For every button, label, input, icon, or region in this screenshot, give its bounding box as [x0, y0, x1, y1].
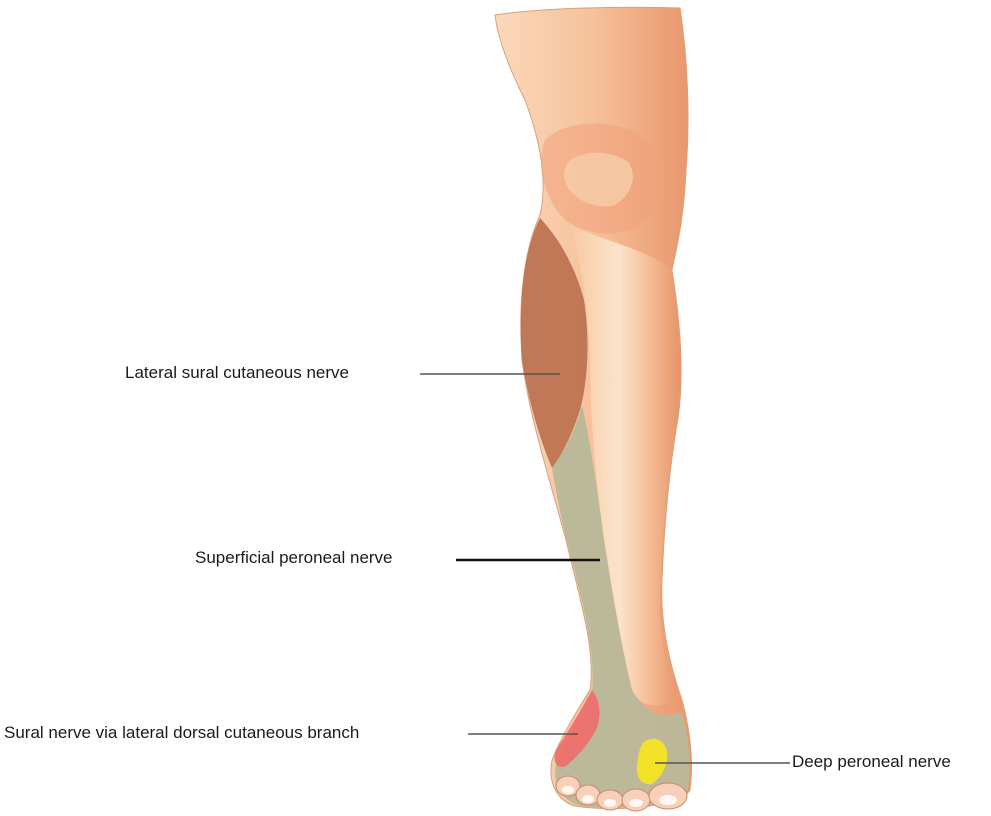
label-lateral-sural-cutaneous-nerve: Lateral sural cutaneous nerve [125, 363, 349, 383]
label-sural-nerve-via-lateral-dorsal-cutaneous-branch: Sural nerve via lateral dorsal cutaneous… [4, 723, 359, 743]
label-superficial-peroneal-nerve: Superficial peroneal nerve [195, 548, 393, 568]
label-deep-peroneal-nerve: Deep peroneal nerve [792, 752, 951, 772]
